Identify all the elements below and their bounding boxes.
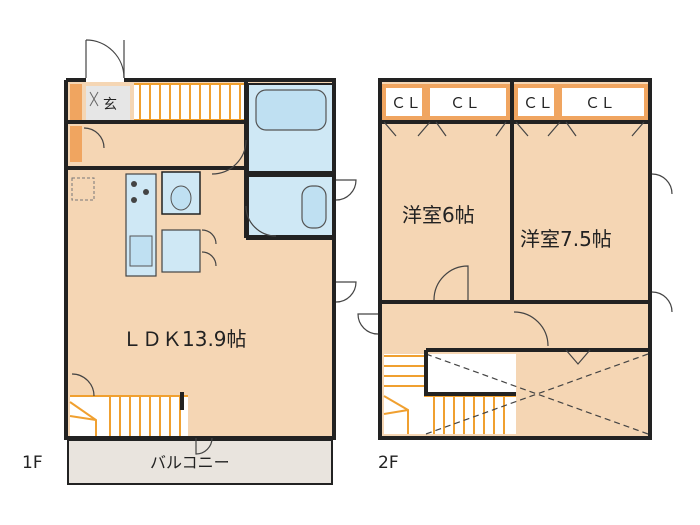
closet-label-3: ＣＬ bbox=[523, 94, 553, 112]
hall-door-2f bbox=[357, 313, 379, 335]
ldk-door-1f bbox=[335, 281, 357, 303]
toilet bbox=[170, 185, 192, 211]
closet-label-2: ＣＬ bbox=[450, 94, 480, 112]
wash-door bbox=[245, 205, 277, 237]
first-floor: 玄 bbox=[22, 39, 357, 485]
floor-label-2f: 2F bbox=[378, 453, 399, 473]
floor-label-1f: 1F bbox=[22, 453, 43, 473]
storage-cabinet bbox=[161, 229, 201, 273]
second-floor: ＣＬ ＣＬ ＣＬ ＣＬ bbox=[357, 78, 673, 473]
bathtub bbox=[255, 89, 327, 131]
walls-2f bbox=[378, 78, 652, 440]
closet-label-1: ＣＬ bbox=[391, 94, 421, 112]
balcony-door bbox=[195, 437, 213, 455]
stairs-bottom-1f bbox=[69, 395, 188, 436]
balcony-label: バルコニー bbox=[150, 453, 230, 472]
closet-door-1f bbox=[83, 127, 105, 149]
entrance-area bbox=[86, 86, 130, 120]
western-room-b-label: 洋室7.5帖 bbox=[520, 227, 612, 251]
entrance-label: 玄 bbox=[103, 96, 117, 113]
side-door-2f bbox=[651, 173, 673, 195]
western-room-a-label: 洋室6帖 bbox=[402, 203, 475, 227]
closet-label-4: ＣＬ bbox=[585, 94, 615, 112]
bath-door bbox=[211, 139, 247, 175]
washbasin bbox=[301, 185, 327, 229]
balcony-area bbox=[67, 439, 333, 485]
room-door-b bbox=[513, 311, 549, 347]
walls-1f bbox=[64, 78, 336, 440]
front-door bbox=[85, 39, 125, 79]
side-door-1f bbox=[335, 179, 357, 201]
stair-door-1f bbox=[71, 373, 95, 397]
stairs-top-1f bbox=[134, 83, 244, 121]
ldk-label: ＬＤＫ13.9帖 bbox=[122, 327, 247, 351]
storage-door bbox=[201, 229, 217, 245]
room-door-a bbox=[433, 265, 469, 301]
